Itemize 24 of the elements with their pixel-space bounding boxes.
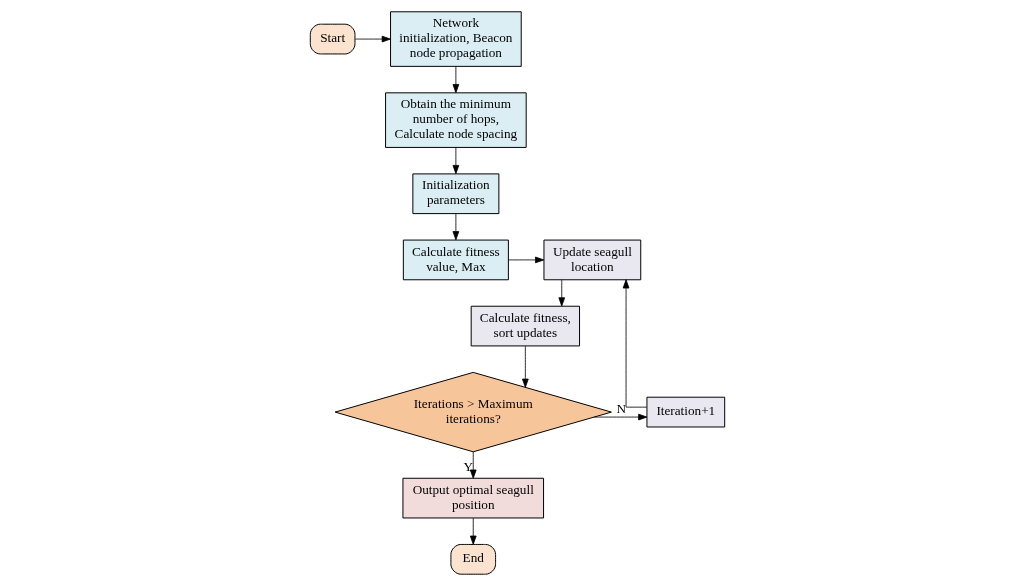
node-box: Network initialization, Beacon node propagation: [390, 11, 522, 67]
arrow: [452, 66, 460, 94]
arrow: [452, 213, 460, 241]
node-box: End: [450, 543, 497, 575]
edge-label: N: [616, 400, 627, 416]
node-diamond: Iterations > Maximum iterations?: [334, 371, 612, 453]
node-box: Calculate fitness, sort updates: [470, 305, 581, 347]
arrow: [508, 256, 545, 264]
node-box: Start: [309, 23, 356, 55]
arrow: [593, 413, 648, 421]
arrow: [469, 517, 477, 545]
node-box: Initialization parameters: [412, 173, 500, 215]
arrow: [522, 345, 529, 388]
arrow: [622, 279, 648, 408]
edge-label: Y: [463, 459, 474, 475]
node-box: Obtain the minimum number of hops, Calculate node spacing: [385, 92, 527, 148]
node-box: Output optimal seagull position: [402, 477, 545, 519]
node-box: Calculate fitness value, Max: [402, 239, 509, 281]
arrow: [469, 451, 477, 479]
node-box: Update seagull location: [543, 239, 642, 281]
arrow: [354, 35, 391, 43]
arrow: [558, 279, 566, 307]
node-box: Iteration+1: [646, 396, 726, 428]
arrow: [452, 147, 460, 175]
